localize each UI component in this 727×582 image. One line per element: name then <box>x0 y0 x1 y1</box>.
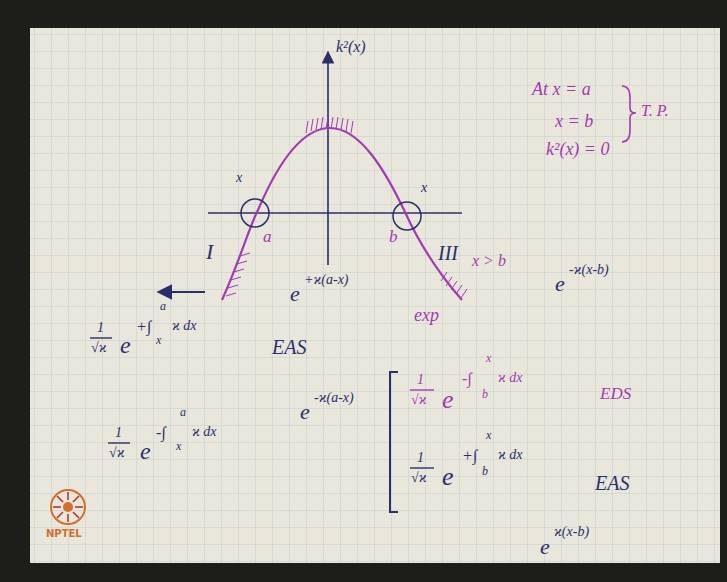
math-term: x <box>486 429 491 442</box>
axis-label: k²(x) <box>336 38 366 56</box>
math-term: e <box>120 332 131 358</box>
note: At x = a <box>532 80 591 100</box>
math-term: a <box>180 406 186 419</box>
region-arrow <box>158 291 205 293</box>
brace <box>622 86 636 142</box>
math-term: x <box>486 352 491 365</box>
math-term: -∫ <box>156 424 166 442</box>
math-term: 1 <box>115 425 122 440</box>
math-term: e <box>540 535 550 559</box>
note: exp <box>414 306 439 326</box>
hatching <box>306 117 353 133</box>
hatching <box>441 272 467 298</box>
math-term: ϰ dx <box>192 424 217 439</box>
math-term: 1 <box>97 320 104 335</box>
math-term: a <box>160 300 166 313</box>
fraction-bar <box>90 337 112 338</box>
math-term: e <box>290 282 300 306</box>
turning-point-circle <box>241 199 269 227</box>
math-term: +∫ <box>136 318 151 336</box>
note: x = b <box>555 112 593 132</box>
region-label: I <box>206 240 213 264</box>
math-term: ϰ(x-b) <box>554 524 589 539</box>
fraction-bar <box>410 467 434 468</box>
math-term: b <box>482 465 488 478</box>
math-term: √ϰ <box>109 445 125 460</box>
math-term: b <box>482 388 488 401</box>
x-axis <box>208 212 462 214</box>
turning-point-circle <box>393 202 421 230</box>
math-term: e <box>140 438 151 464</box>
note: k²(x) = 0 <box>546 140 610 160</box>
math-term: x <box>156 334 161 347</box>
k2-curve <box>222 128 462 300</box>
solution-type: EAS <box>272 336 306 358</box>
math-term: √ϰ <box>411 392 427 407</box>
math-term: ϰ dx <box>172 318 197 333</box>
math-term: e <box>300 400 310 424</box>
math-term: √ϰ <box>411 470 427 485</box>
solution-type: EAS <box>595 472 629 494</box>
logo-text: NPTEL <box>46 528 82 539</box>
math-term: e <box>442 386 454 415</box>
nptel-logo <box>51 490 85 524</box>
math-term: ϰ dx <box>498 447 523 462</box>
paper <box>30 28 720 563</box>
hatching <box>226 253 250 296</box>
bracket <box>390 372 398 512</box>
point-label: x <box>236 170 242 185</box>
fraction-bar <box>410 389 434 390</box>
math-term: -ϰ(a-x) <box>314 390 354 405</box>
math-term: ϰ dx <box>498 370 523 385</box>
math-term: e <box>442 463 454 492</box>
k2-axis <box>327 52 329 265</box>
math-term: +∫ <box>462 447 477 465</box>
math-term: 1 <box>417 372 424 387</box>
fraction-bar <box>108 442 130 443</box>
grid <box>30 28 720 563</box>
note: T. P. <box>641 102 668 120</box>
solution-type: EDS <box>600 385 631 404</box>
math-term: e <box>555 272 565 296</box>
region-condition: x > b <box>472 252 506 270</box>
math-term: x <box>176 440 181 453</box>
point-label: x <box>421 180 427 195</box>
math-term: -ϰ(x-b) <box>569 262 609 277</box>
turning-point-label: a <box>263 228 272 247</box>
region-label: III <box>438 242 458 264</box>
math-term: -∫ <box>462 370 472 388</box>
math-term: √ϰ <box>91 340 107 355</box>
turning-point-label: b <box>389 228 398 247</box>
math-term: 1 <box>417 450 424 465</box>
math-term: +ϰ(a-x) <box>304 272 349 287</box>
